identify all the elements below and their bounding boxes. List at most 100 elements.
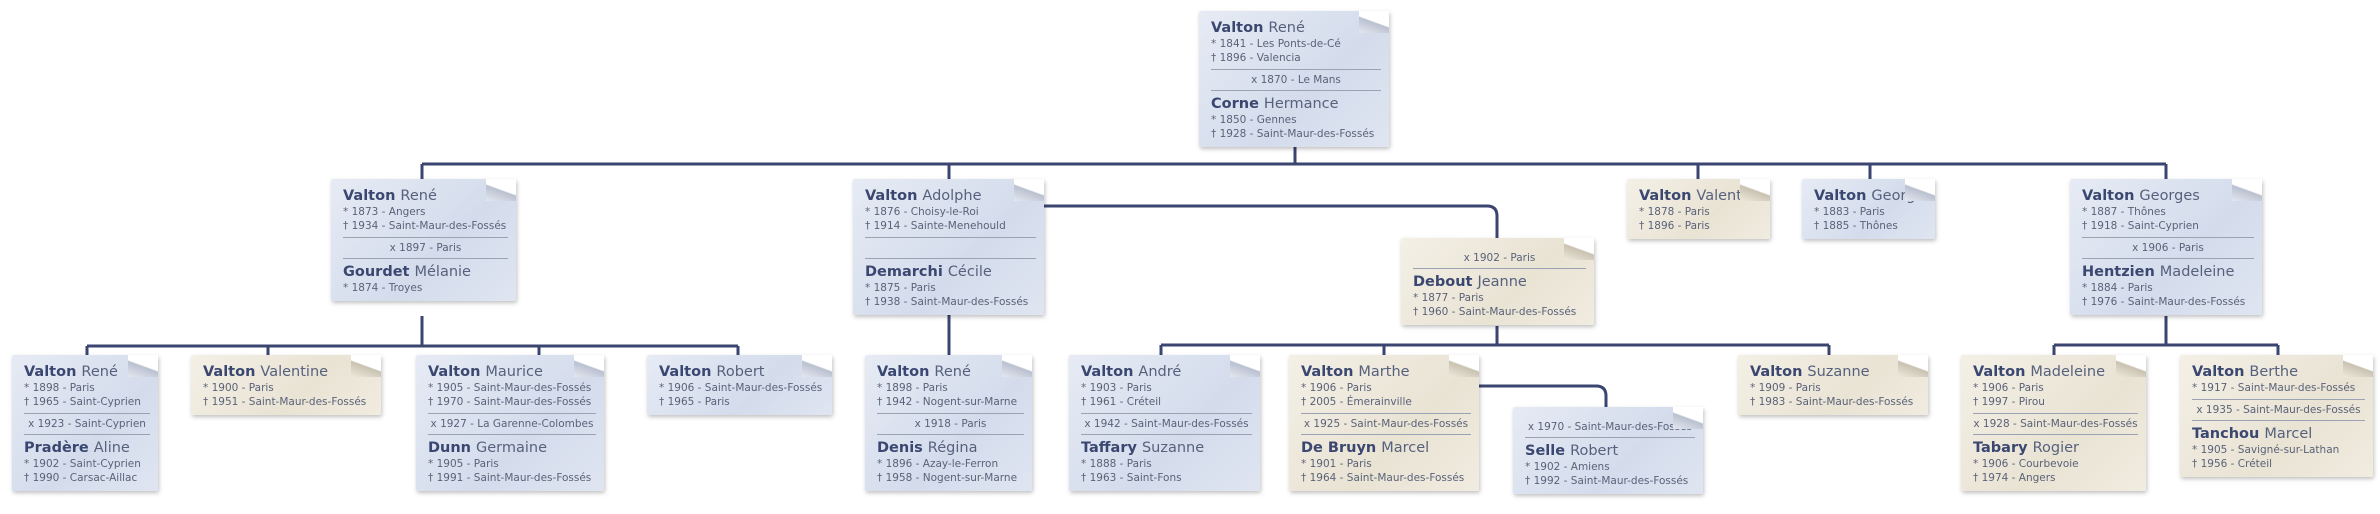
marriage-info: x 1902 - Paris	[1413, 248, 1586, 269]
person-surname: Valton	[428, 364, 481, 380]
person-birth: * 1903 - Paris	[1081, 382, 1152, 394]
person-birth: * 1906 - Paris	[1301, 382, 1372, 394]
person-death: † 1997 - Pirou	[1973, 396, 2045, 408]
spouse-given-name: Suzanne	[1141, 440, 1205, 456]
person-surname: Valton	[1301, 364, 1354, 380]
spouse-birth: * 1884 - Paris	[2082, 282, 2153, 294]
spouse-given-name: Robert	[1570, 443, 1619, 459]
person-given-name: André	[1138, 364, 1182, 380]
spouse-death: † 1960 - Saint-Maur-des-Fossés	[1413, 306, 1577, 318]
person-death: † 2005 - Émerainville	[1301, 396, 1412, 408]
spouse-surname: Dunn	[428, 440, 472, 456]
spouse-death: † 1964 - Saint-Maur-des-Fossés	[1301, 472, 1465, 484]
person-given-name: Valentine	[1696, 188, 1765, 204]
person-given-name: Maurice	[485, 364, 543, 380]
spouse-given-name: Régina	[927, 440, 978, 456]
spouse-death: † 1976 - Saint-Maur-des-Fossés	[2082, 296, 2246, 308]
person-surname: Valton	[877, 364, 930, 380]
spouse-surname: Corne	[1211, 96, 1259, 112]
person-birth: * 1841 - Les Ponts-de-Cé	[1211, 38, 1341, 50]
person-surname: Valton	[343, 188, 396, 204]
person-birth: * 1906 - Saint-Maur-des-Fossés	[659, 382, 823, 394]
spouse-birth: * 1906 - Courbevoie	[1973, 458, 2079, 470]
spouse-death: † 1974 - Angers	[1973, 472, 2056, 484]
spouse-surname: Tanchou	[2192, 426, 2260, 442]
person-surname: Valton	[2082, 188, 2135, 204]
spouse-birth: * 1902 - Saint-Cyprien	[24, 458, 141, 470]
person-given-name: Georges	[1871, 188, 1932, 204]
person-given-name: Valentine	[260, 364, 329, 380]
person-birth: * 1878 - Paris	[1639, 206, 1710, 218]
person-given-name: Robert	[716, 364, 765, 380]
spouse-birth: * 1874 - Troyes	[343, 282, 423, 294]
spouse-death: † 1990 - Carsac-Aillac	[24, 472, 138, 484]
marriage-info: x 1928 - Saint-Maur-des-Fossés	[1973, 413, 2138, 435]
marriage-info: x 1942 - Saint-Maur-des-Fossés	[1081, 413, 1252, 435]
spouse-given-name: Germaine	[476, 440, 548, 456]
spouse-given-name: Hermance	[1263, 96, 1339, 112]
spouse-surname: Gourdet	[343, 264, 410, 280]
spouse-birth: * 1901 - Paris	[1301, 458, 1372, 470]
person-death: † 1983 - Saint-Maur-des-Fossés	[1750, 396, 1914, 408]
person-given-name: Berthe	[2249, 364, 2299, 380]
person-surname: Valton	[1081, 364, 1134, 380]
person-death: † 1951 - Saint-Maur-des-Fossés	[203, 396, 367, 408]
person-surname: Valton	[865, 188, 918, 204]
spouse-surname: Debout	[1413, 274, 1473, 290]
spouse-given-name: Marcel	[2264, 426, 2313, 442]
spouse-surname: Tabary	[1973, 440, 2028, 456]
person-birth: * 1887 - Thônes	[2082, 206, 2166, 218]
person-death: † 1961 - Créteil	[1081, 396, 1162, 408]
spouse-surname: Pradère	[24, 440, 89, 456]
person-given-name: René	[1268, 20, 1305, 36]
spouse-given-name: Madeleine	[2159, 264, 2235, 280]
person-birth: * 1906 - Paris	[1973, 382, 2044, 394]
spouse-given-name: Aline	[93, 440, 130, 456]
person-given-name: René	[81, 364, 118, 380]
person-surname: Valton	[2192, 364, 2245, 380]
person-death: † 1965 - Saint-Cyprien	[24, 396, 141, 408]
spouse-death: † 1992 - Saint-Maur-des-Fossés	[1525, 475, 1689, 487]
marriage-info	[865, 237, 1036, 259]
spouse-birth: * 1875 - Paris	[865, 282, 936, 294]
marriage-info: x 1918 - Paris	[877, 413, 1024, 435]
spouse-birth: * 1905 - Paris	[428, 458, 499, 470]
spouse-birth: * 1877 - Paris	[1413, 292, 1484, 304]
spouse-death: † 1963 - Saint-Fons	[1081, 472, 1182, 484]
